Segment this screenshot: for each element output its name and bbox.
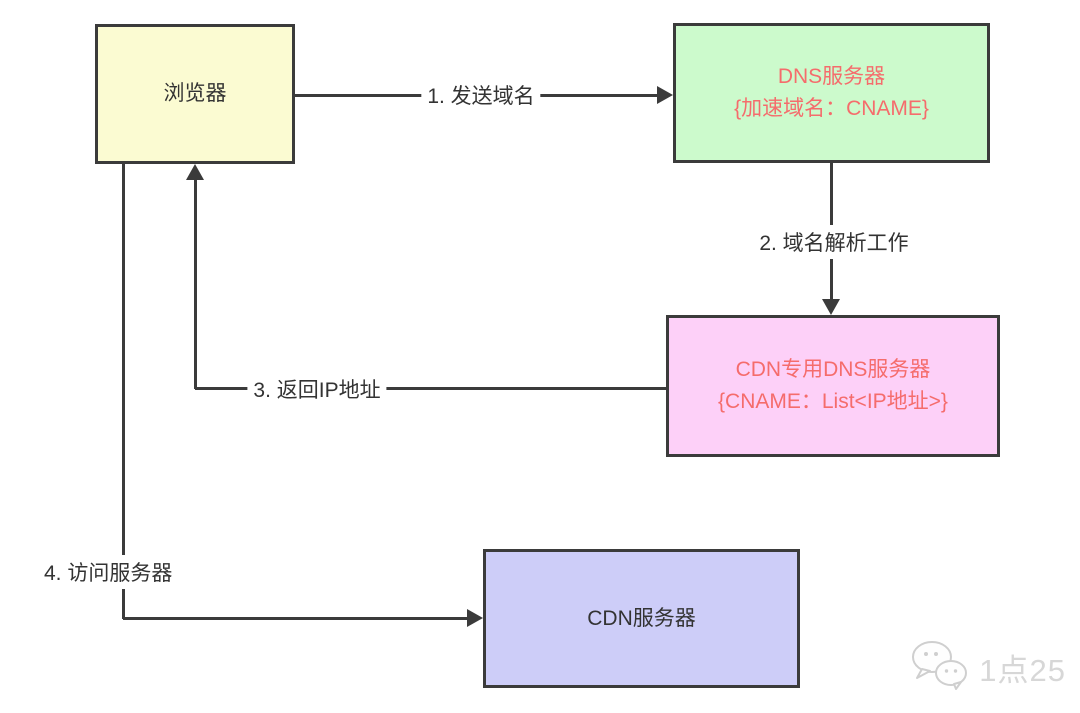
step3-arrowhead-up-icon (186, 164, 204, 180)
node-cdn-server-label: CDN服务器 (587, 606, 696, 630)
node-cdn-dns-server-detail: {CNAME：List<IP地址>} (718, 390, 948, 413)
wechat-icon (909, 640, 971, 695)
step4-connector-line-vertical (122, 164, 125, 619)
edge-label-step4: 4. 访问服务器 (38, 555, 179, 589)
edge-label-step1: 1. 发送域名 (421, 78, 541, 112)
edge-label-step3: 3. 返回IP地址 (247, 372, 387, 406)
step3-connector-line-vertical (194, 177, 197, 389)
node-browser-label: 浏览器 (163, 82, 227, 105)
node-dns-server-detail: {加速域名：CNAME} (734, 97, 929, 120)
node-cdn-server: CDN服务器 (483, 549, 800, 688)
step4-arrowhead-right-icon (467, 609, 483, 627)
node-cdn-dns-server-title: CDN专用DNS服务器 (735, 358, 931, 381)
step4-connector-line-horizontal (123, 617, 470, 620)
watermark: 1点25 (909, 640, 1066, 695)
step3-connector-line-horizontal (195, 387, 666, 390)
watermark-text: 1点25 (979, 653, 1066, 688)
node-cdn-dns-server: CDN专用DNS服务器 {CNAME：List<IP地址>} (666, 315, 1000, 457)
step1-arrowhead-right-icon (657, 86, 673, 104)
node-browser: 浏览器 (95, 24, 295, 164)
edge-label-step2: 2. 域名解析工作 (753, 225, 915, 259)
node-dns-server-title: DNS服务器 (777, 65, 886, 88)
step2-arrowhead-down-icon (822, 299, 840, 315)
node-dns-server: DNS服务器 {加速域名：CNAME} (673, 23, 990, 163)
